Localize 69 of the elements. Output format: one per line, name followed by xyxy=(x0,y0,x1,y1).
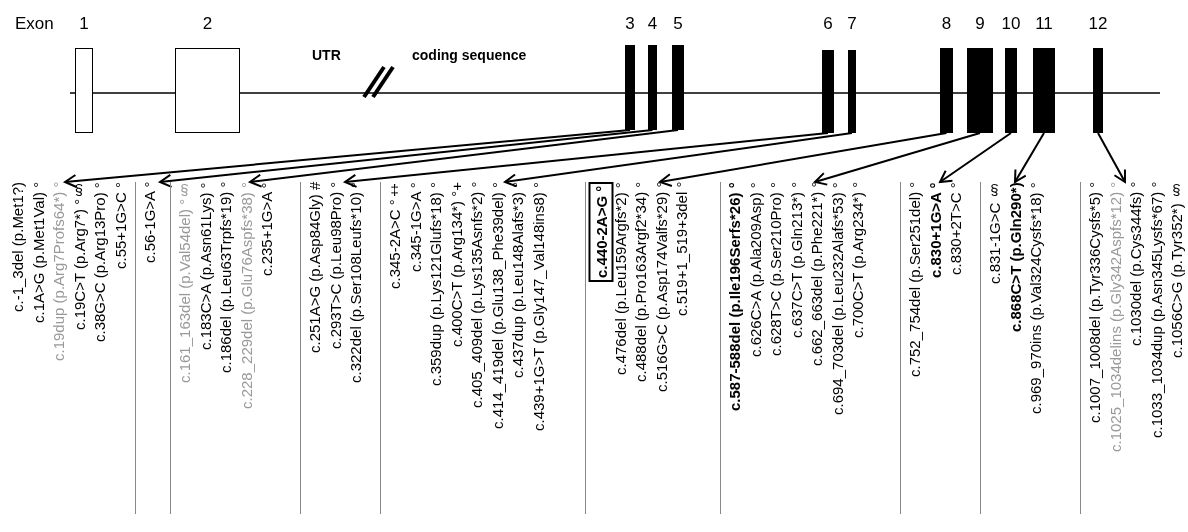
region-label: coding sequence xyxy=(412,47,527,63)
mutation-label: c.700C>T (p.Arg234*) ° xyxy=(848,182,867,339)
exon-number: 10 xyxy=(1001,14,1021,34)
arrow xyxy=(64,129,631,188)
mutation-label: c.400C>T (p.Arg134*) °+ xyxy=(446,182,466,347)
mutation-label: c.488del (p.Pro163Argf2*34) ° xyxy=(631,182,650,383)
arrow xyxy=(159,129,654,188)
mutation-label: c.251A>G (p.Asp84Gly) # xyxy=(305,182,324,354)
mutation-label: c.293T>C (p.Leu98Pro) ° xyxy=(325,182,345,350)
mutation-label: c.228_229del (p.Glu76Aspfs*38) ° xyxy=(236,182,256,409)
mutation-label: c.830+2T>C ° xyxy=(946,182,965,275)
mutation-label: c.662_663del (p.Phe221*) ° xyxy=(807,182,826,367)
exon-number: 8 xyxy=(941,14,952,34)
arrow xyxy=(1014,132,1045,183)
mutation-label: c.628T>C (p.Ser210Pro) ° xyxy=(766,182,785,356)
mutation-label: c.345-2A>C °‡ xyxy=(385,182,404,289)
exon-number: 7 xyxy=(847,14,857,34)
mutation-label: c.519+1_519+3del ° xyxy=(672,182,691,317)
region-label: UTR xyxy=(312,47,341,63)
mutation-label: c.969_970ins (p.Val324Cysfs*18) ° xyxy=(1026,182,1045,414)
mutation-label: c.359dup (p.Lys121Glufs*18) ° xyxy=(426,182,445,386)
mutation-label: c.1030del (p.Cys344fs) ° xyxy=(1126,182,1145,347)
mutation-label: c.1007_1008del (p.Tyr336Cysfs*5) ° xyxy=(1085,182,1104,424)
exon-number: 3 xyxy=(625,14,635,34)
mutation-label: c.-1_3del (p.Met1?) xyxy=(8,182,27,313)
mutation-label: c.19C>T (p.Arg7*) °§ xyxy=(69,182,89,331)
mutation-label: c.1056C>G (p.Tyr352*) § xyxy=(1167,182,1186,358)
exon-number: 9 xyxy=(975,14,985,34)
mutation-label: c.1A>G (p.Met1Val) ° xyxy=(28,182,48,324)
arrow xyxy=(344,132,829,188)
mutation-label: c.235+1G>A ° xyxy=(257,182,276,276)
mutation-group xyxy=(1080,182,1188,514)
mutation-label: c.186del (p.Leu63Trpfs*19) ° xyxy=(216,182,235,374)
arrow xyxy=(504,132,853,188)
exon-number: 5 xyxy=(673,14,683,34)
exon-number: 6 xyxy=(823,14,833,34)
mutation-label: c.587-588del (p.Ile196Serfs*26) ° xyxy=(725,182,744,411)
mutation-label: c.516G>C (p.Asp174Valfs*29) ° xyxy=(651,182,671,393)
exon-number: 4 xyxy=(647,14,658,34)
mutation-label: c.626C>A (p.Ala209Asp) ° xyxy=(745,182,765,357)
mutation-label: c.694_703del (p.Leu232Alafs*53) ° xyxy=(827,182,847,415)
mutation-label: c.56-1G>A ° xyxy=(140,182,159,264)
mutation-label: c.414_419del (p.Glu138_Phe39del) ° xyxy=(487,182,507,430)
mutation-label: c.1033_1034dup (p.Asn345Lysfs*67) ° xyxy=(1146,182,1166,439)
exon-number: 1 xyxy=(79,14,89,34)
mutation-label: c.868C>T (p.Gln290*) xyxy=(1005,182,1025,332)
mutation-label: c.752_754del (p.Ser251del) ° xyxy=(905,182,924,378)
exon-number: 2 xyxy=(202,14,213,34)
mutation-label: c.831-1G>C § xyxy=(985,182,1004,285)
mutation-label: c.439+1G>T (p.Gly147_Val148ins8) ° xyxy=(528,182,548,431)
exon-number: 11 xyxy=(1035,14,1053,34)
mutation-label: c.637C>T (p.Gln213*) ° xyxy=(786,182,806,339)
arrow xyxy=(659,132,948,188)
mutation-label: c.345-1G>A ° xyxy=(405,182,425,272)
exon-number: 12 xyxy=(1088,14,1108,34)
mutation-label: c.830+1G>A ° xyxy=(925,182,945,278)
arrow xyxy=(939,132,1012,183)
mutation-label: c.183C>A (p.Asn61Lys) ° xyxy=(195,182,215,350)
mutation-label: c.19dup (p.Arg7Profs64*) ° xyxy=(49,182,68,362)
mutation-label: c.55+1G>C ° xyxy=(110,182,130,269)
arrow xyxy=(249,129,679,188)
mutation-label: c.161_163del (p.Val54del) °§ xyxy=(175,182,194,384)
mutation-label: c.1025_1034delins (p.Gly342Aspfs*12) ° xyxy=(1105,182,1125,453)
mutation-label: c.440-2A>G ° xyxy=(589,182,614,283)
arrow xyxy=(814,132,981,186)
arrow xyxy=(1097,132,1126,183)
mutation-label: c.405_409del (p.Lys135Asnfs*2) ° xyxy=(467,182,486,409)
mutation-label: c.38G>C (p.Arg13Pro) ° xyxy=(90,182,109,342)
exon-heading: Exon xyxy=(15,14,54,34)
